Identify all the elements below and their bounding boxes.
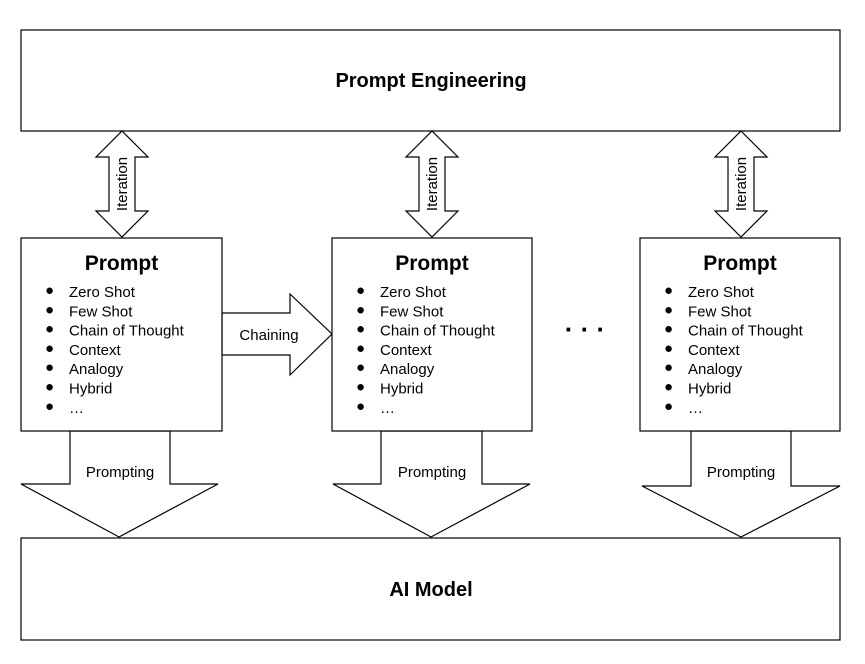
prompt-technique-item: Zero Shot	[69, 284, 136, 301]
bullet-point: ●	[45, 321, 54, 338]
prompt-title: Prompt	[703, 252, 777, 275]
prompt-box-3-frame	[639, 237, 841, 432]
prompt-technique-item: Context	[688, 342, 741, 359]
prompt-box-1: Prompt ● Zero Shot ● Few Shot ● Chain of Thoug…	[45, 252, 185, 417]
prompt-technique-item: Hybrid	[69, 381, 112, 398]
prompt-technique-item: Few Shot	[688, 303, 752, 320]
prompt-title: Prompt	[85, 252, 159, 275]
prompting-label-1: Prompting	[86, 464, 154, 481]
prompting-arrow-2: Prompting	[332, 430, 531, 538]
bullet-point: ●	[664, 282, 673, 299]
bullet-point: ●	[45, 301, 54, 318]
bullet-point: ●	[45, 340, 54, 357]
iteration-arrow-2: Iteration	[404, 130, 460, 238]
iteration-label-2: Iteration	[424, 157, 441, 211]
prompt-technique-item: …	[380, 400, 395, 417]
bullet-point: ●	[664, 340, 673, 357]
bullet-point: ●	[356, 321, 365, 338]
chaining-label: Chaining	[239, 327, 298, 344]
ai-model-label: AI Model	[389, 579, 472, 601]
prompt-engineering-label: Prompt Engineering	[335, 70, 526, 92]
bullet-point: ●	[356, 340, 365, 357]
bullet-point: ●	[356, 379, 365, 396]
bullet-point: ●	[356, 301, 365, 318]
prompt-technique-item: Analogy	[69, 361, 124, 378]
iteration-label-3: Iteration	[733, 157, 750, 211]
prompt-box-2: Prompt ● Zero Shot ● Few Shot ● Chain of Thoug…	[356, 252, 496, 417]
bullet-point: ●	[45, 398, 54, 415]
prompt-technique-item: Hybrid	[380, 381, 423, 398]
ellipsis-dots: · · ·	[565, 314, 605, 344]
prompt-technique-item: Analogy	[688, 361, 743, 378]
iteration-arrow-3: Iteration	[713, 130, 769, 238]
prompting-arrow-3: Prompting	[641, 430, 841, 538]
prompt-technique-item: Context	[380, 342, 433, 359]
prompting-label-2: Prompting	[398, 464, 466, 481]
prompting-label-3: Prompting	[707, 464, 775, 481]
prompt-box-2-frame	[331, 237, 533, 432]
prompt-technique-item: Few Shot	[69, 303, 133, 320]
iteration-label-1: Iteration	[114, 157, 131, 211]
bullet-point: ●	[45, 282, 54, 299]
prompt-technique-item: Analogy	[380, 361, 435, 378]
bullet-point: ●	[664, 398, 673, 415]
iteration-arrow-1: Iteration	[94, 130, 150, 238]
bullet-point: ●	[356, 398, 365, 415]
prompt-technique-item: Context	[69, 342, 122, 359]
bullet-point: ●	[356, 359, 365, 376]
bullet-point: ●	[664, 321, 673, 338]
prompting-arrow-1: Prompting	[20, 430, 219, 538]
bullet-point: ●	[664, 301, 673, 318]
prompt-technique-item: …	[69, 400, 84, 417]
prompt-technique-item: Few Shot	[380, 303, 444, 320]
prompt-technique-item: Chain of Thought	[380, 323, 496, 340]
bullet-point: ●	[664, 379, 673, 396]
prompt-title: Prompt	[395, 252, 469, 275]
prompt-technique-item: Hybrid	[688, 381, 731, 398]
chaining-arrow: Chaining	[221, 292, 333, 377]
ai-model-box: AI Model	[20, 537, 841, 641]
bullet-point: ●	[45, 379, 54, 396]
bullet-point: ●	[664, 359, 673, 376]
bullet-point: ●	[356, 282, 365, 299]
bullet-point: ●	[45, 359, 54, 376]
prompt-box-3: Prompt ● Zero Shot ● Few Shot ● Chain of Thoug…	[664, 252, 804, 417]
prompt-technique-item: Chain of Thought	[69, 323, 185, 340]
prompt-box-1-frame	[20, 237, 223, 432]
prompt-technique-item: …	[688, 400, 703, 417]
prompt-technique-item: Zero Shot	[380, 284, 447, 301]
prompt-engineering-box: Prompt Engineering	[20, 29, 841, 132]
prompt-technique-item: Chain of Thought	[688, 323, 804, 340]
prompt-technique-item: Zero Shot	[688, 284, 755, 301]
